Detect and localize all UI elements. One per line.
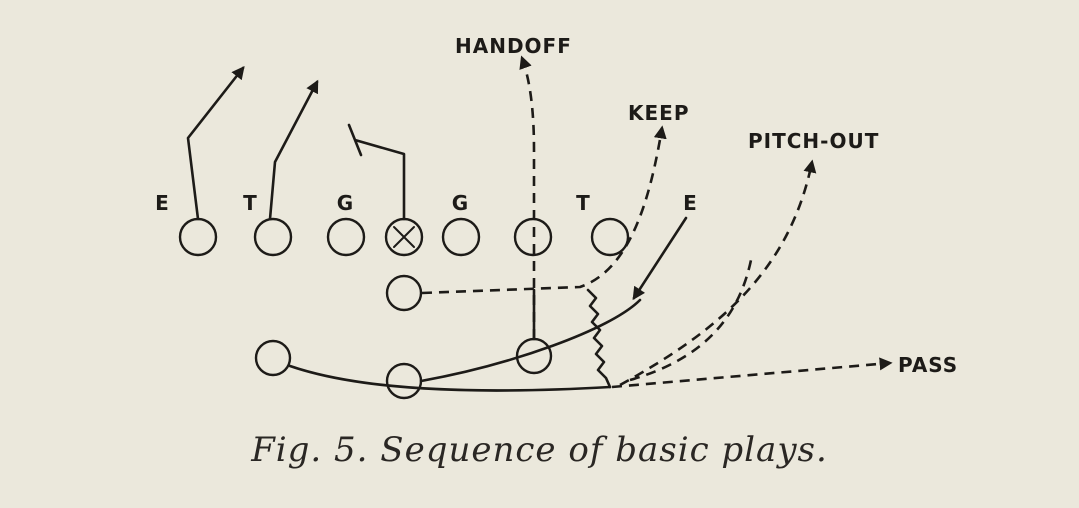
- label-left-tackle: T: [243, 191, 257, 215]
- route-left-end: [186, 65, 245, 221]
- route-pass: [611, 357, 893, 389]
- player-fullback: [385, 362, 423, 400]
- player-center: [384, 217, 424, 257]
- player-left-guard: [326, 217, 366, 257]
- player-right-guard: [441, 217, 481, 257]
- label-right-guard: G: [452, 191, 468, 215]
- route-pitch-out-inner: [629, 254, 754, 382]
- player-left-halfback: [254, 339, 292, 377]
- label-left-end: E: [155, 191, 169, 215]
- play-label-pass: PASS: [898, 353, 958, 377]
- route-handoff: [519, 55, 536, 339]
- label-right-end: E: [683, 191, 697, 215]
- route-halfback-sweep: [288, 364, 612, 392]
- player-right-end: [590, 217, 630, 257]
- player-left-end: [178, 217, 218, 257]
- play-label-handoff: HANDOFF: [455, 34, 572, 58]
- route-center-block: [347, 123, 406, 221]
- center-x-icon: [393, 226, 415, 248]
- label-left-guard: G: [337, 191, 353, 215]
- route-left-tackle: [268, 79, 319, 221]
- play-label-pitch-out: PITCH-OUT: [748, 129, 879, 153]
- label-right-tackle: T: [576, 191, 590, 215]
- player-quarterback: [385, 274, 423, 312]
- player-left-tackle: [253, 217, 293, 257]
- route-right-end: [632, 216, 688, 301]
- figure-caption: Fig. 5. Sequence of basic plays.: [251, 430, 828, 470]
- play-label-keep: KEEP: [628, 101, 689, 125]
- route-quarterback-option: [586, 288, 612, 389]
- route-fullback-curve: [419, 298, 642, 383]
- route-pitch-out: [619, 159, 817, 387]
